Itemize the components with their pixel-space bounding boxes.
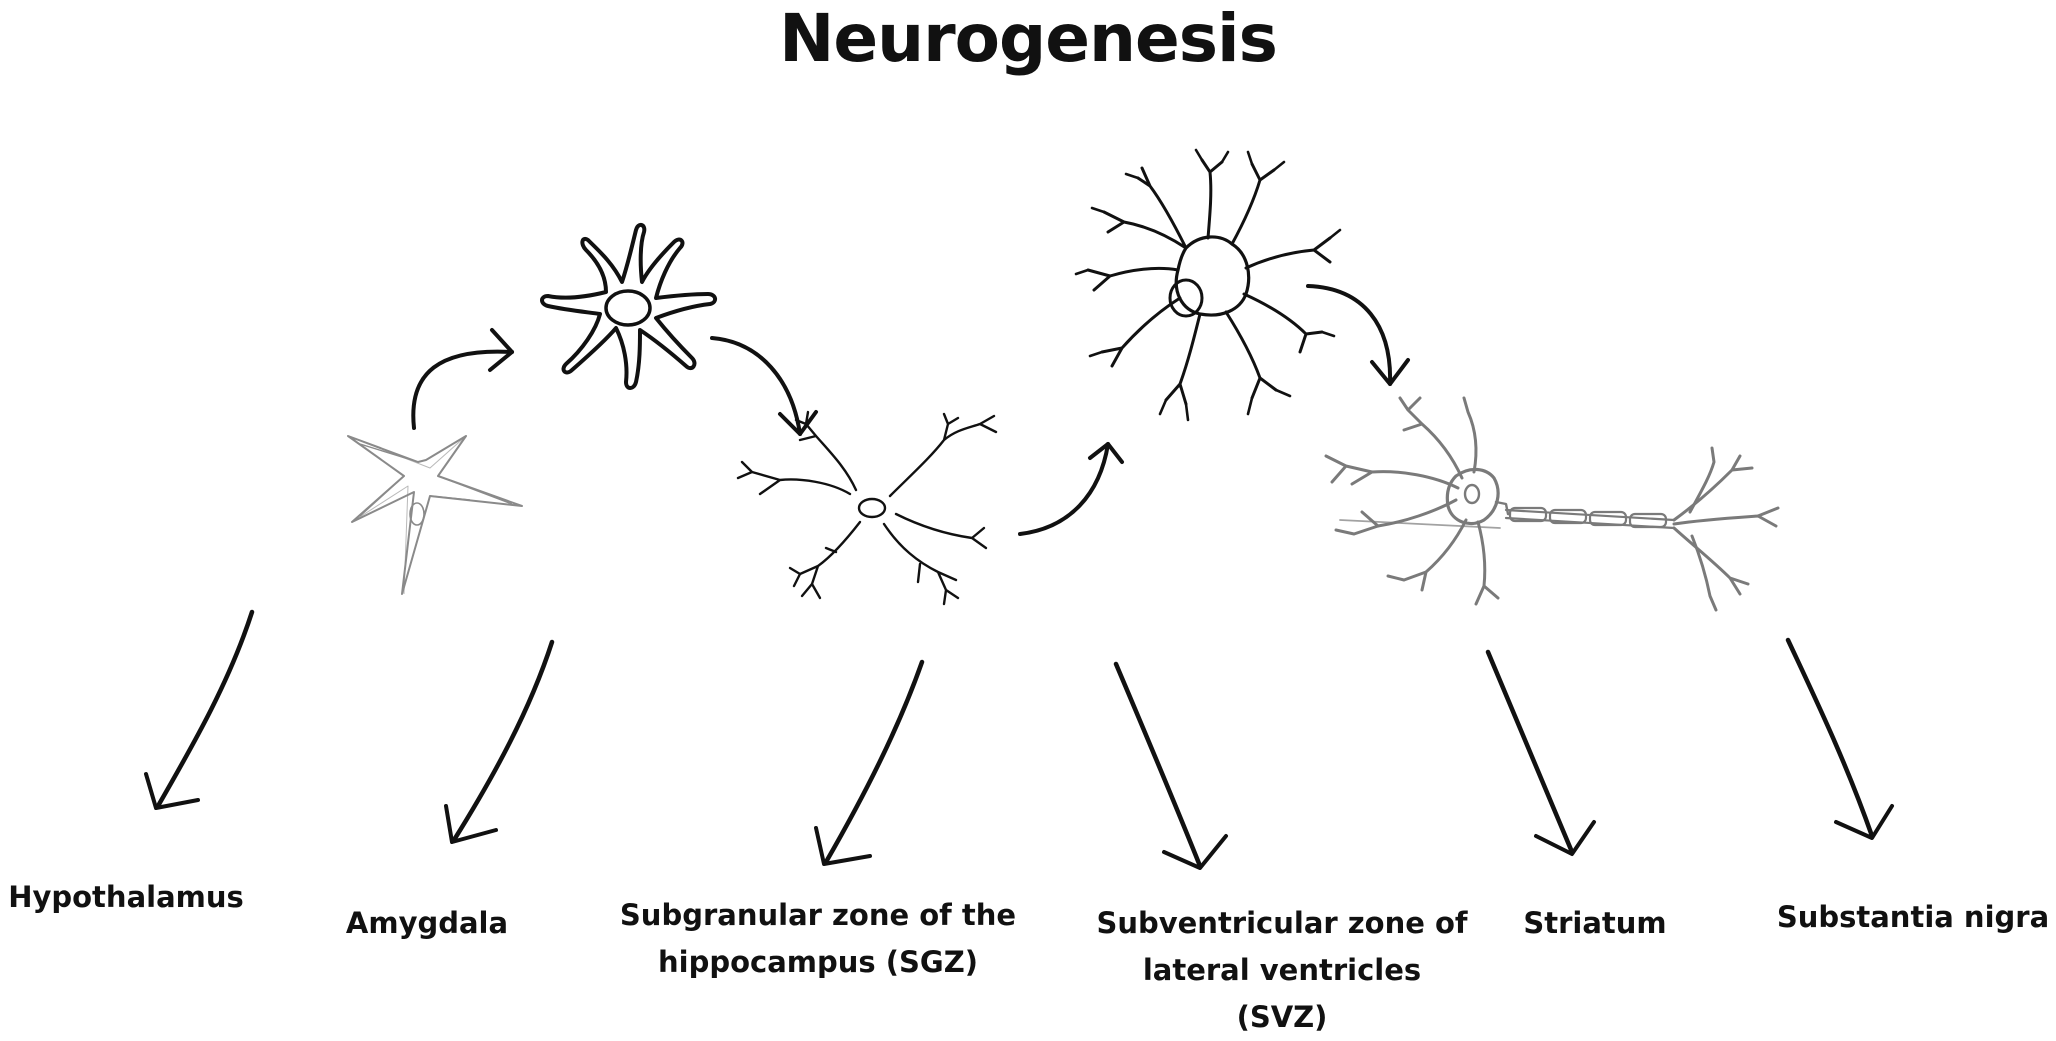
mature-neuron-icon [1324,396,1780,612]
immature-neuron-icon [736,410,998,606]
region-label-svz: Subventricular zone of lateral ventricle… [1096,906,1468,1034]
arrow-to-substantia-nigra [1785,637,1894,840]
diagram-title: Neurogenesis [779,0,1278,77]
arrow-stage4-to-stage5 [1306,284,1393,386]
arrow-stage1-to-stage2 [411,349,514,430]
stage-sequence-arrows [411,284,1410,536]
arrow-to-sgz [814,659,925,866]
arrow-to-hypothalamus [144,609,255,810]
neural-progenitor-cell-icon [540,223,717,390]
arrow-to-striatum [1485,649,1596,856]
region-label-hypothalamus: Hypothalamus [8,880,244,914]
region-label-amygdala: Amygdala [345,906,509,940]
arrow-to-svz [1113,661,1228,870]
neural-stem-cell-icon [347,435,523,595]
astrocyte-like-cell-icon [1074,148,1342,422]
region-label-striatum: Striatum [1523,906,1667,940]
arrow-stage2-to-stage3 [710,336,802,436]
arrow-stage3-to-stage4 [1018,442,1110,536]
region-label-sgz: Subgranular zone of the hippocampus (SGZ… [619,898,1017,979]
region-label-substantia-nigra: Substantia nigra [1776,900,2050,934]
region-arrows [144,609,1894,870]
arrow-to-amygdala [444,639,555,844]
